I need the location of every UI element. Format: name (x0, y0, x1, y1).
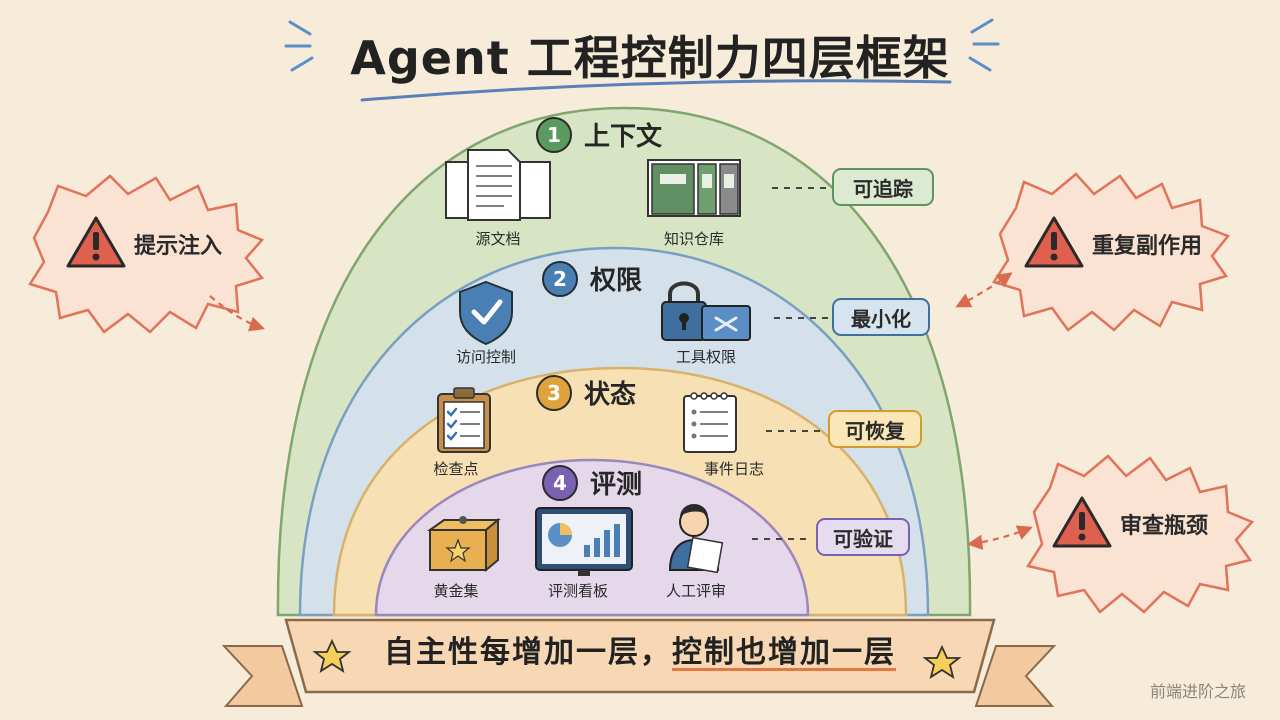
item-label-knowledge-repo: 知识仓库 (663, 230, 724, 248)
clipboard-checklist-icon (437, 387, 491, 453)
banner-message: 自主性每增加一层，控制也增加一层 (355, 627, 925, 671)
title-underline (360, 79, 952, 102)
risk-label-review-bottleneck: 审查瓶颈 (1120, 514, 1209, 539)
title-sparks-right (968, 18, 1000, 72)
item-label-access-control: 访问控制 (455, 348, 516, 366)
layer-number-badge-4: 4 (542, 464, 578, 501)
item-label-eval-dashboard: 评测看板 (547, 582, 608, 600)
watermark: 前端进阶之旅 (1149, 682, 1246, 701)
item-label-event-log: 事件日志 (703, 460, 764, 478)
item-label-human-review: 人工评审 (665, 582, 726, 600)
layer-title-4: 评测 (590, 470, 643, 500)
warning-icon (1024, 216, 1084, 268)
star-icon (922, 644, 962, 679)
notebook-log-icon (683, 392, 737, 453)
property-tag-traceable: 可追踪 (832, 168, 934, 206)
shield-check-icon (459, 280, 513, 346)
warning-icon (1052, 496, 1112, 548)
risk-label-repeated-side-effects: 重复副作用 (1092, 234, 1203, 259)
risk-arrow-3 (966, 525, 1033, 551)
star-icon (312, 638, 352, 673)
page-title: Agent 工程控制力四层框架 (350, 31, 950, 85)
layer-title-1: 上下文 (584, 122, 663, 152)
risk-burst-2 (992, 172, 1231, 332)
layer-heading-4: 4 评测 (542, 464, 642, 501)
layer-title-2: 权限 (590, 266, 643, 296)
banner-text-part1: 自主性每增加一层， (384, 635, 672, 670)
risk-burst-3 (1025, 454, 1255, 614)
reviewer-person-icon (668, 504, 724, 574)
risk-burst-1 (28, 174, 265, 334)
dashboard-monitor-icon (535, 507, 633, 576)
layer-heading-1: 1 上下文 (536, 116, 662, 153)
warning-icon (66, 216, 126, 268)
property-tag-recoverable: 可恢复 (828, 410, 922, 448)
property-tag-verifiable: 可验证 (816, 518, 910, 556)
risk-arrow-1 (209, 295, 265, 332)
title-sparks-left (284, 20, 314, 72)
risk-label-prompt-injection: 提示注入 (134, 234, 223, 259)
item-label-tool-permission: 工具权限 (675, 348, 736, 366)
layer-number-badge-3: 3 (536, 374, 572, 411)
item-label-checkpoint: 检查点 (433, 460, 479, 478)
layer-number-badge-2: 2 (542, 260, 578, 297)
item-label-golden-set: 黄金集 (433, 582, 479, 600)
risk-arrow-2 (955, 272, 1013, 308)
layer-title-3: 状态 (584, 380, 637, 410)
layer-heading-3: 3 状态 (536, 374, 636, 411)
lock-toolbox-icon (661, 281, 751, 341)
binder-shelf-icon (647, 159, 741, 217)
star-box-icon (426, 516, 501, 573)
item-label-source-docs: 源文档 (475, 230, 521, 248)
document-stack-icon (445, 149, 551, 221)
banner-text-part2: 控制也增加一层 (672, 635, 896, 670)
layer-number-badge-1: 1 (536, 116, 572, 153)
ribbon-banner (221, 618, 1057, 707)
property-tag-minimal: 最小化 (832, 298, 930, 336)
layer-heading-2: 2 权限 (542, 260, 642, 297)
